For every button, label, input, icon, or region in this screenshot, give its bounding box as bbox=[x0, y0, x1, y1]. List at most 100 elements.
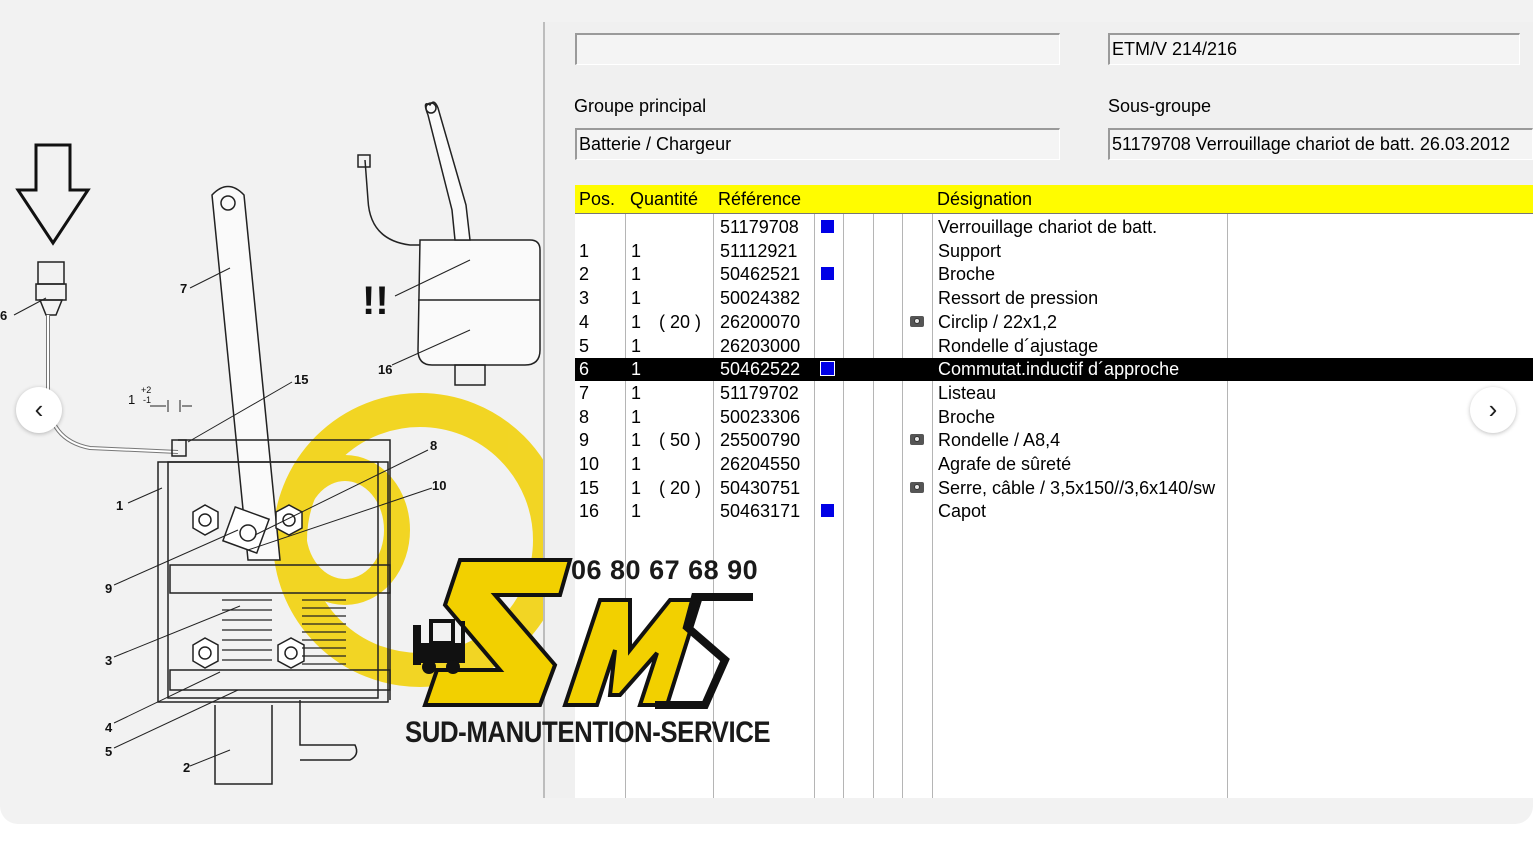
row-reference: 50462521 bbox=[720, 264, 801, 285]
callout-label: 6 bbox=[0, 308, 7, 323]
row-designation: Listeau bbox=[938, 382, 997, 403]
row-pos: 6 bbox=[579, 359, 590, 380]
down-arrow-icon bbox=[15, 143, 91, 246]
row-pos: 4 bbox=[579, 311, 590, 332]
forklift-icon bbox=[413, 619, 465, 674]
row-quantity: 1 bbox=[631, 382, 642, 403]
row-reference: 50463171 bbox=[720, 501, 801, 522]
camera-icon[interactable] bbox=[910, 434, 924, 446]
row-designation: Capot bbox=[938, 501, 987, 522]
row-quantity: 1 bbox=[631, 501, 642, 522]
row-quantity: 1 bbox=[631, 264, 642, 285]
callout-label: 15 bbox=[294, 372, 308, 387]
callout-label: 1 bbox=[116, 498, 123, 513]
row-quantity: 1 bbox=[631, 430, 642, 451]
blue-square-icon[interactable] bbox=[820, 361, 835, 377]
column-header-pos[interactable]: Pos. bbox=[579, 189, 616, 209]
spring-parts bbox=[222, 599, 346, 665]
cover-part bbox=[357, 101, 541, 386]
row-pack-size: ( 50 ) bbox=[659, 430, 702, 451]
table-row[interactable]: 7 1 51179702 Listeau bbox=[575, 382, 1533, 405]
blue-square-icon[interactable] bbox=[821, 267, 834, 281]
row-designation: Commutat.inductif d´approche bbox=[938, 359, 1180, 380]
row-designation: Support bbox=[938, 240, 1002, 261]
row-pos: 10 bbox=[579, 454, 600, 474]
frame-part bbox=[157, 439, 391, 785]
top-left-field[interactable] bbox=[575, 33, 1060, 65]
row-pos: 7 bbox=[579, 382, 590, 403]
sous-groupe-label: Sous-groupe bbox=[1108, 96, 1212, 116]
callout-label: 2 bbox=[183, 760, 190, 775]
row-reference: 50430751 bbox=[720, 477, 801, 498]
row-pos: 8 bbox=[579, 406, 590, 427]
row-designation: Serre, câble / 3,5x150//3,6x140/sw bbox=[938, 477, 1216, 498]
row-reference: 51179702 bbox=[720, 382, 799, 403]
table-row[interactable]: 15 1 ( 20 ) 50430751 Serre, câble / 3,5x150/… bbox=[575, 477, 1533, 500]
callout-label: 3 bbox=[105, 653, 112, 668]
row-reference: 26203000 bbox=[720, 335, 801, 356]
row-pos: 3 bbox=[579, 288, 590, 309]
warning-mark: !! bbox=[362, 279, 389, 323]
row-quantity: 1 bbox=[631, 311, 642, 332]
tolerance-base: 1 bbox=[128, 392, 135, 407]
next-button[interactable]: › bbox=[1470, 387, 1516, 433]
row-pos: 2 bbox=[579, 264, 590, 285]
previous-button[interactable]: ‹ bbox=[16, 387, 62, 433]
column-header-reference[interactable]: Référence bbox=[718, 189, 802, 209]
row-reference: 51112921 bbox=[720, 240, 798, 261]
row-quantity: 1 bbox=[631, 335, 642, 356]
camera-icon[interactable] bbox=[910, 315, 924, 327]
row-quantity: 1 bbox=[631, 288, 642, 309]
groupe-principal-field[interactable]: Batterie / Chargeur bbox=[575, 128, 1060, 160]
row-pack-size: ( 20 ) bbox=[659, 311, 702, 332]
tolerance-lower: -1 bbox=[143, 395, 151, 405]
column-header-designation[interactable]: Désignation bbox=[937, 189, 1033, 209]
row-designation: Ressort de pression bbox=[938, 288, 1099, 309]
column-header-quantite[interactable]: Quantité bbox=[630, 189, 699, 209]
row-pos: 1 bbox=[579, 240, 590, 261]
row-designation: Rondelle d´ajustage bbox=[938, 335, 1099, 356]
row-reference: 51179708 bbox=[720, 217, 799, 237]
viewer-card: 6 7 1 6 !! 15 1 8 10 9 3 4 5 2 1 +2 -1 ET… bbox=[0, 0, 1533, 824]
row-designation: Agrafe de sûreté bbox=[938, 454, 1072, 474]
blue-square-icon[interactable] bbox=[821, 220, 834, 233]
table-row[interactable]: 4 1 ( 20 ) 26200070 Circlip / 22x1,2 bbox=[575, 311, 1533, 334]
chevron-right-icon: › bbox=[1488, 394, 1498, 424]
row-reference: 26200070 bbox=[720, 311, 801, 332]
blue-square-icon[interactable] bbox=[821, 504, 834, 518]
callout-label: 7 bbox=[180, 281, 187, 296]
callout-label: 8 bbox=[430, 438, 437, 453]
camera-icon[interactable] bbox=[910, 481, 924, 493]
row-quantity: 1 bbox=[631, 454, 642, 474]
model-field[interactable]: ETM/V 214/216 bbox=[1108, 33, 1520, 65]
row-reference: 50024382 bbox=[720, 288, 801, 309]
row-quantity: 1 bbox=[631, 240, 642, 261]
tolerance-upper: +2 bbox=[141, 385, 151, 395]
watermark-phone: 06 80 67 68 90 bbox=[571, 555, 759, 585]
callout-label: 5 bbox=[105, 744, 112, 759]
callout-label: 4 bbox=[105, 720, 113, 735]
row-designation: Circlip / 22x1,2 bbox=[938, 311, 1058, 332]
table-row[interactable]: 1 1 51112921 Support bbox=[575, 240, 1533, 263]
row-pack-size: ( 20 ) bbox=[659, 477, 702, 498]
row-quantity: 1 bbox=[631, 359, 642, 380]
row-reference: 50462522 bbox=[720, 359, 801, 380]
row-quantity: 1 bbox=[631, 406, 642, 427]
sous-groupe-field[interactable]: 51179708 Verrouillage chariot de batt. 2… bbox=[1108, 128, 1533, 160]
table-row[interactable]: 6 1 50462522 Commutat.inductif d´approche bbox=[575, 358, 1533, 382]
exploded-parts-drawing: 6 7 16 !! 15 1 8 10 9 3 4 5 2 1 +2 -1 bbox=[0, 101, 545, 785]
row-pos: 15 bbox=[579, 477, 600, 498]
table-row[interactable]: 2 1 50462521 Broche bbox=[575, 263, 1533, 286]
row-designation: Broche bbox=[938, 264, 996, 285]
row-pos: 9 bbox=[579, 430, 590, 451]
table-row[interactable]: 3 1 50024382 Ressort de pression bbox=[575, 287, 1533, 310]
lever-part bbox=[211, 185, 281, 561]
row-quantity: 1 bbox=[631, 477, 642, 498]
row-designation: Rondelle / A8,4 bbox=[938, 430, 1061, 451]
